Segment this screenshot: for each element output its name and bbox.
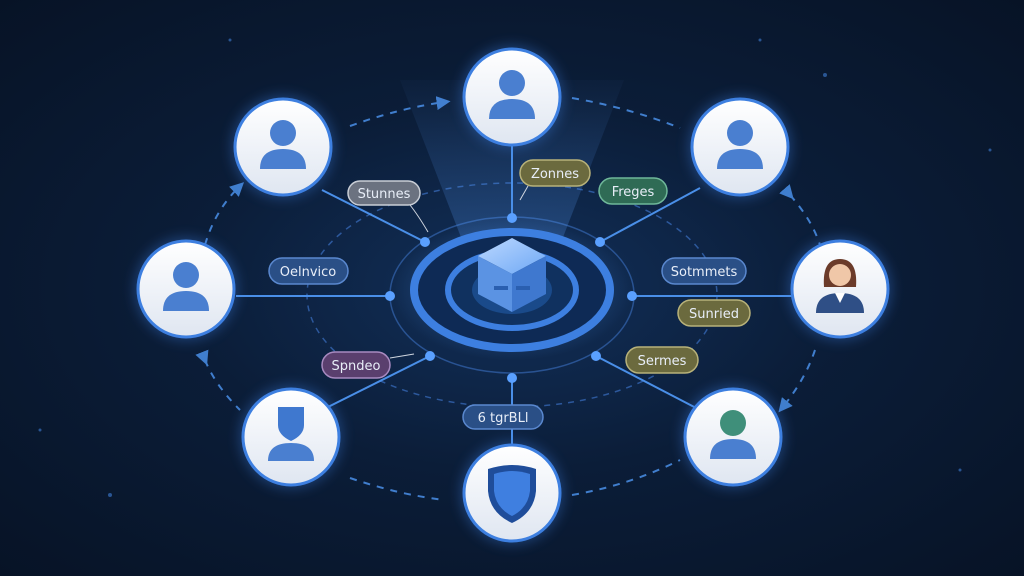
- label-tag-7: Spndeo: [321, 351, 415, 379]
- woman-icon: [816, 259, 864, 313]
- label-tag-9: 6 tgrBLl: [462, 404, 544, 430]
- node-bottom-left[interactable]: [239, 385, 343, 489]
- person-green-icon: [710, 410, 756, 459]
- person-icon: [260, 120, 306, 169]
- svg-text:Oelnvico: Oelnvico: [280, 265, 337, 280]
- label-tag-8: Sermes: [625, 346, 699, 374]
- label-tag-2: Zonnes: [519, 159, 591, 201]
- label-tag-6: Sunried: [677, 299, 751, 327]
- person-icon: [489, 70, 535, 119]
- node-top[interactable]: [460, 45, 564, 149]
- background-sparkles: [38, 38, 992, 497]
- label-tag-4: Oelnvico: [268, 257, 349, 285]
- person-icon: [717, 120, 763, 169]
- connector-lines: [236, 138, 792, 450]
- svg-text:Freges: Freges: [612, 185, 655, 200]
- label-tag-3: Freges: [598, 177, 668, 205]
- node-top-right[interactable]: [688, 95, 792, 199]
- svg-text:Stunnes: Stunnes: [358, 187, 411, 202]
- person-icon: [163, 262, 209, 311]
- node-right[interactable]: [788, 237, 892, 341]
- node-bottom[interactable]: [460, 441, 564, 545]
- node-top-left[interactable]: [231, 95, 335, 199]
- shield-person-icon: [268, 407, 314, 461]
- svg-text:Sermes: Sermes: [638, 354, 687, 369]
- shield-icon: [488, 465, 536, 523]
- svg-text:Sotmmets: Sotmmets: [671, 265, 738, 280]
- svg-text:Zonnes: Zonnes: [531, 167, 579, 182]
- svg-text:6 tgrBLl: 6 tgrBLl: [478, 411, 529, 426]
- hub[interactable]: [392, 220, 632, 360]
- label-tag-5: Sotmmets: [661, 257, 747, 285]
- svg-text:Spndeo: Spndeo: [332, 359, 381, 374]
- cube-icon: [478, 238, 546, 312]
- node-bottom-right[interactable]: [681, 385, 785, 489]
- label-tag-1: Stunnes: [347, 180, 429, 233]
- svg-text:Sunried: Sunried: [689, 307, 739, 322]
- node-left[interactable]: [134, 237, 238, 341]
